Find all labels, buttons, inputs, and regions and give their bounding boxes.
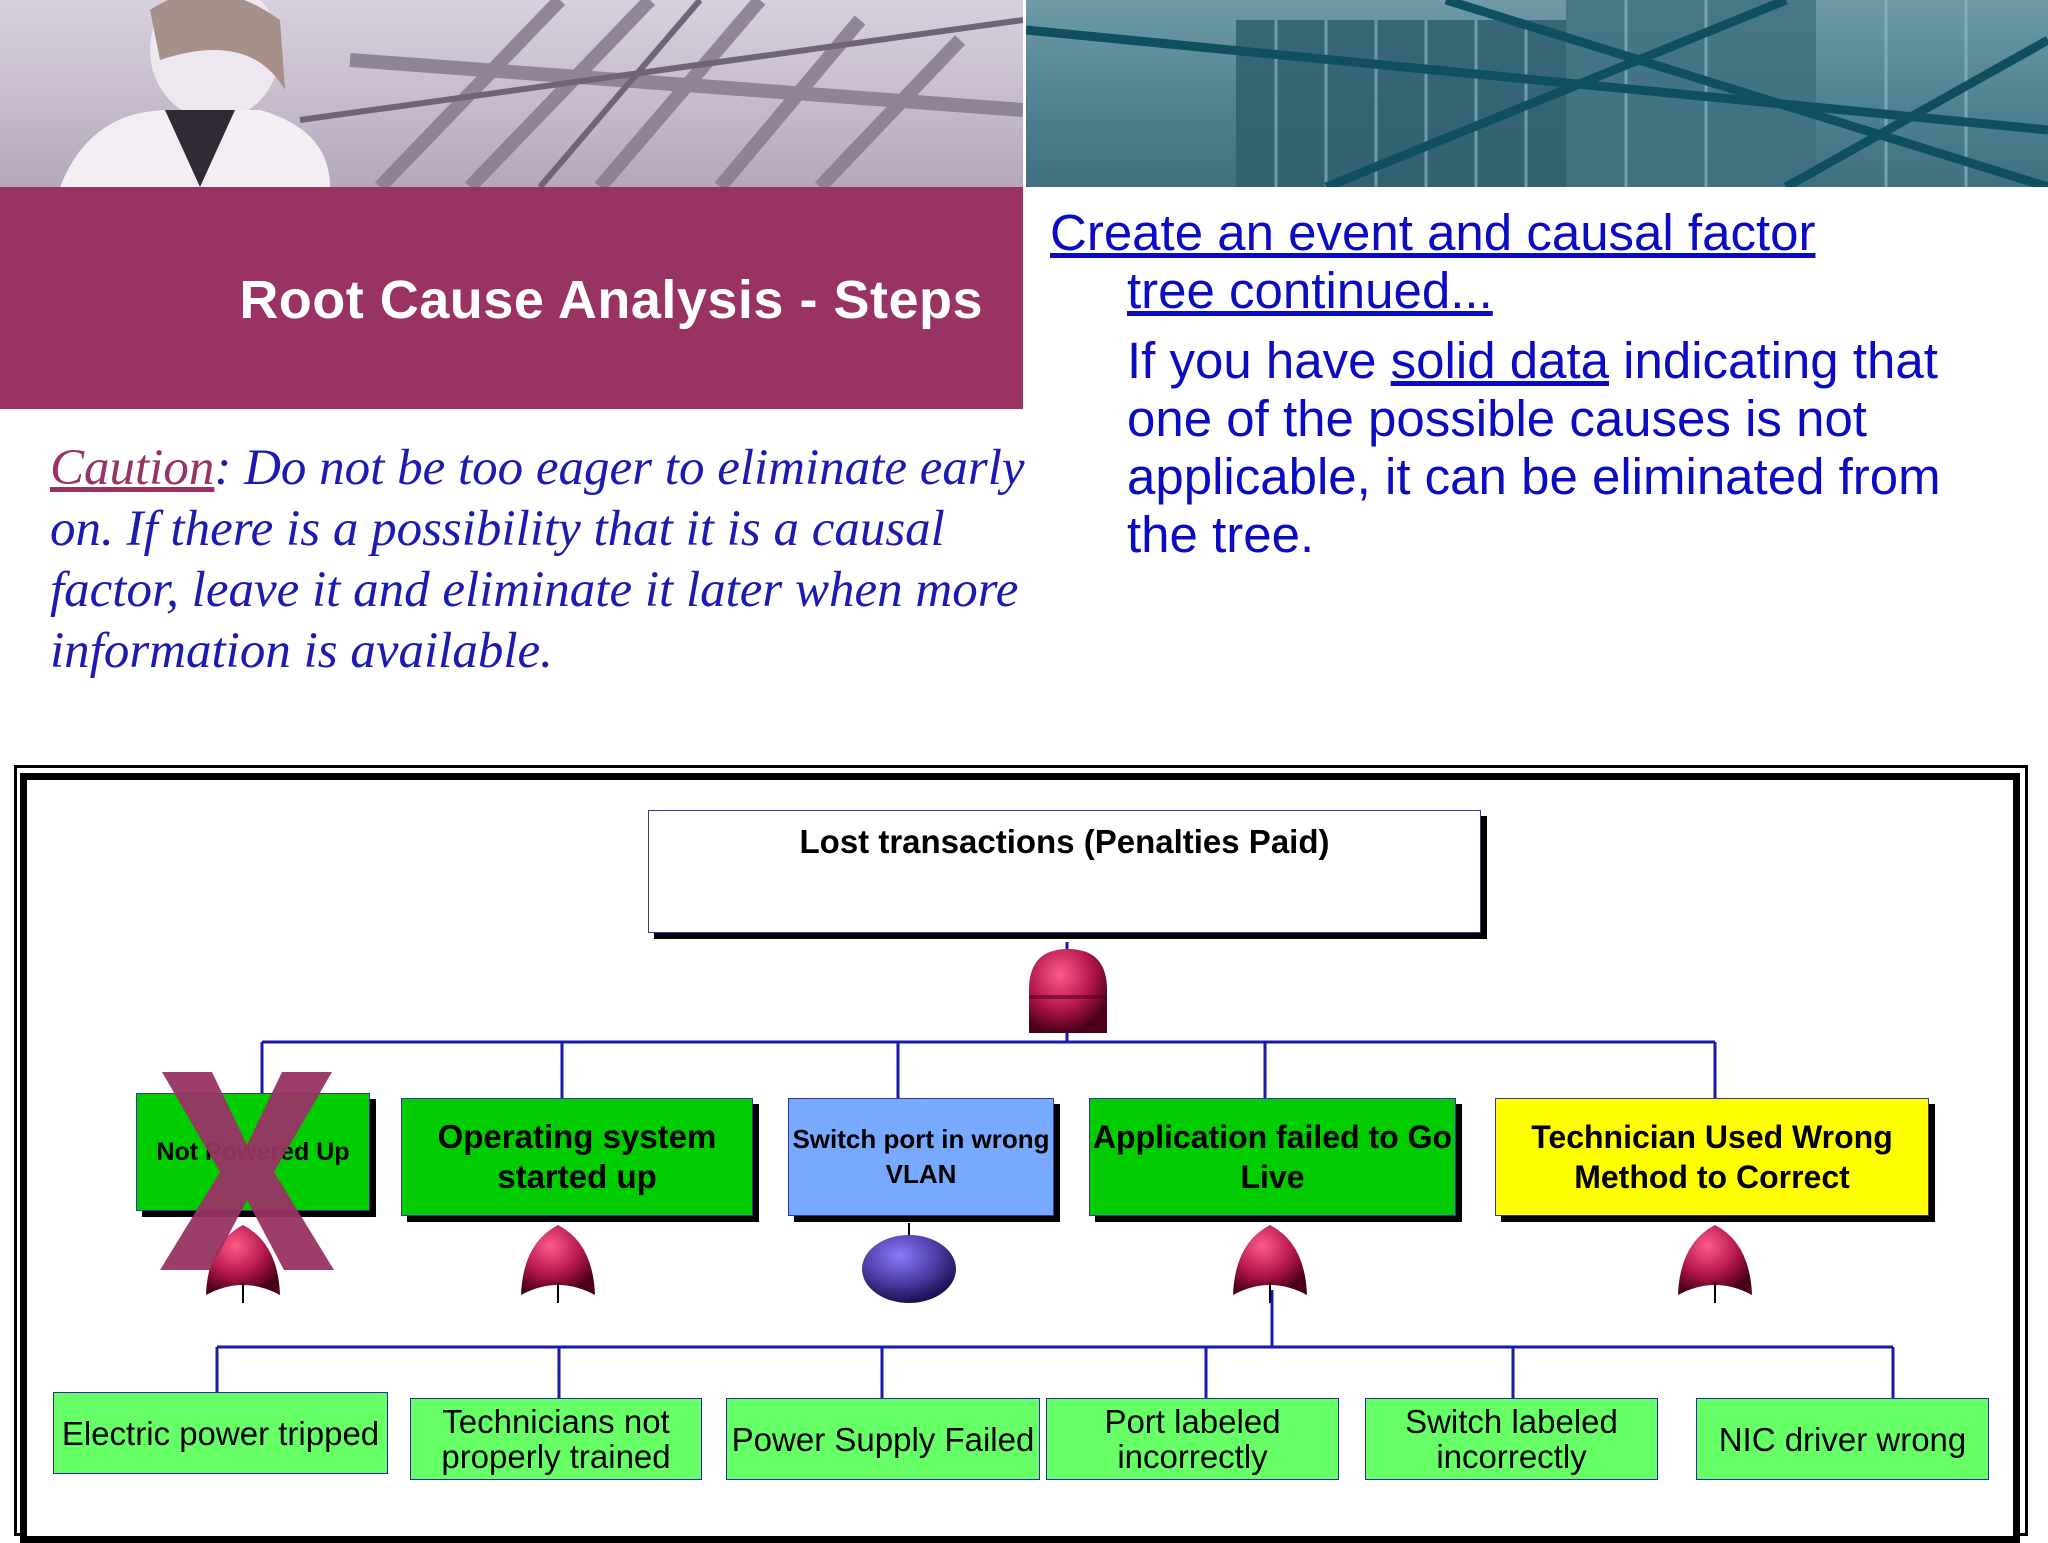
instruction-panel: Create an event and causal factor tree c…	[1050, 204, 2010, 564]
slide-title: Root Cause Analysis - Steps	[239, 270, 983, 330]
para-after: indicating that one of the possible caus…	[1127, 332, 1941, 563]
top-event-label: Lost transactions (Penalties Paid)	[799, 823, 1330, 860]
basic-event-label: Electric power tripped	[61, 1414, 380, 1452]
causal-factor-tree: Lost transactions (Penalties Paid) Not P…	[14, 765, 2032, 1543]
step-heading-line1: Create an event and causal factor	[1050, 204, 1816, 261]
caution-text: : Do not be too eager to eliminate early…	[50, 440, 1025, 679]
or-gate-icon	[521, 1225, 595, 1303]
header-photo-left	[0, 0, 1023, 187]
basic-event-technicians-training: Technicians not properly trained	[410, 1398, 702, 1480]
basic-event-label: NIC driver wrong	[1718, 1420, 1967, 1458]
basic-event-label: Switch labeled incorrectly	[1405, 1403, 1618, 1475]
para-underlined: solid data	[1390, 332, 1609, 389]
cause-node-technician: Technician Used Wrong Method to Correct	[1495, 1098, 1929, 1216]
basic-event-label: Power Supply Failed	[731, 1420, 1035, 1458]
cause-label: Operating system started up	[437, 1118, 717, 1195]
step-heading: Create an event and causal factor tree c…	[1050, 204, 2010, 320]
para-before: If you have	[1127, 332, 1391, 389]
basic-event-label: Port labeled incorrectly	[1104, 1403, 1281, 1475]
basic-event-nic-driver: NIC driver wrong	[1696, 1398, 1989, 1480]
basic-event-electric-power: Electric power tripped	[53, 1392, 388, 1474]
or-gate-icon	[1678, 1225, 1752, 1303]
caution-label: Caution	[50, 440, 215, 496]
instruction-paragraph: If you have solid data indicating that o…	[1050, 332, 2010, 564]
caution-note: Caution: Do not be too eager to eliminat…	[50, 438, 1040, 682]
basic-event-port-labeled: Port labeled incorrectly	[1046, 1398, 1339, 1480]
step-heading-line2: tree continued...	[1127, 262, 1493, 319]
cause-label: Application failed to Go Live	[1092, 1119, 1453, 1195]
cause-label: Technician Used Wrong Method to Correct	[1531, 1119, 1893, 1195]
top-event: Lost transactions (Penalties Paid)	[648, 810, 1481, 933]
cause-label: Switch port in wrong VLAN	[792, 1124, 1050, 1189]
basic-event-power-supply: Power Supply Failed	[726, 1398, 1040, 1480]
cause-node-application: Application failed to Go Live	[1089, 1098, 1456, 1216]
basic-event-label: Technicians not properly trained	[441, 1403, 671, 1475]
and-gate-icon	[1029, 949, 1107, 1033]
header-photo-right	[1026, 0, 2048, 187]
basic-event-icon	[862, 1223, 956, 1303]
cause-node-switch-port: Switch port in wrong VLAN	[788, 1098, 1054, 1216]
or-gate-icon	[1233, 1225, 1307, 1303]
eliminated-x-mark-icon	[160, 1072, 334, 1270]
title-band: Root Cause Analysis - Steps	[0, 187, 1023, 409]
basic-event-switch-labeled: Switch labeled incorrectly	[1365, 1398, 1658, 1480]
cause-node-operating-system: Operating system started up	[401, 1098, 753, 1216]
